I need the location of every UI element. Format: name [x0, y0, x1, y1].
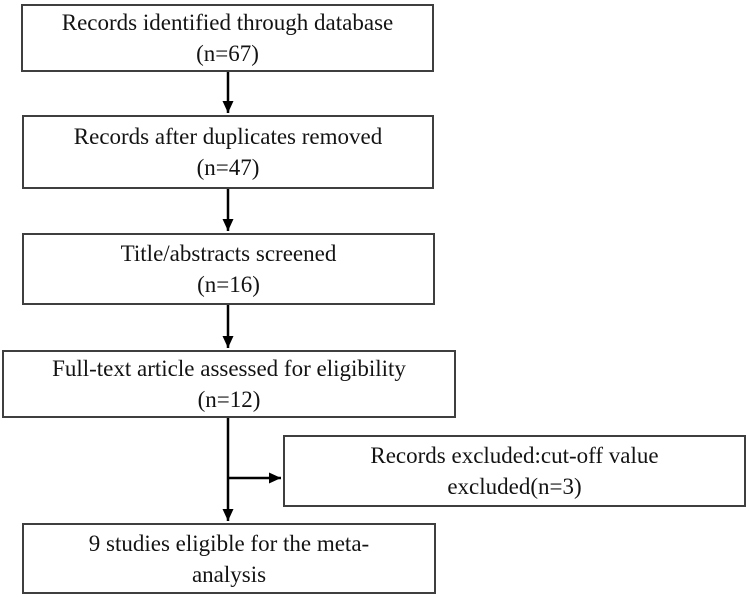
fulltext-assessed-count: (n=12) [197, 387, 261, 412]
titles-screened-label: Title/abstracts screened [120, 241, 337, 266]
studies-eligible-label-2: analysis [191, 561, 267, 587]
flow-box-duplicates-removed: Records after duplicates removed (n=47) [22, 115, 434, 189]
flow-box-titles-screened: Title/abstracts screened (n=16) [22, 233, 435, 305]
titles-screened-count: (n=16) [197, 272, 260, 297]
flow-box-records-identified: Records identified through database (n=6… [21, 4, 434, 72]
records-excluded-count: excluded(n=3) [447, 474, 582, 499]
duplicates-removed-label: Records after duplicates removed [73, 124, 383, 149]
flow-box-fulltext-assessed: Full-text article assessed for eligibili… [2, 350, 456, 418]
studies-eligible-label: 9 studies eligible for the meta- [88, 530, 370, 556]
duplicates-removed-count: (n=47) [196, 155, 260, 180]
records-excluded-label: Records excluded:cut-off value [370, 443, 659, 468]
flow-box-records-excluded: Records excluded:cut-off value excluded(… [283, 435, 746, 507]
records-identified-count: (n=67) [196, 41, 259, 66]
fulltext-assessed-label: Full-text article assessed for eligibili… [52, 356, 406, 381]
records-identified-label: Records identified through database [61, 10, 394, 35]
flow-box-studies-eligible: 9 studies eligible for the meta- analysi… [22, 523, 436, 594]
